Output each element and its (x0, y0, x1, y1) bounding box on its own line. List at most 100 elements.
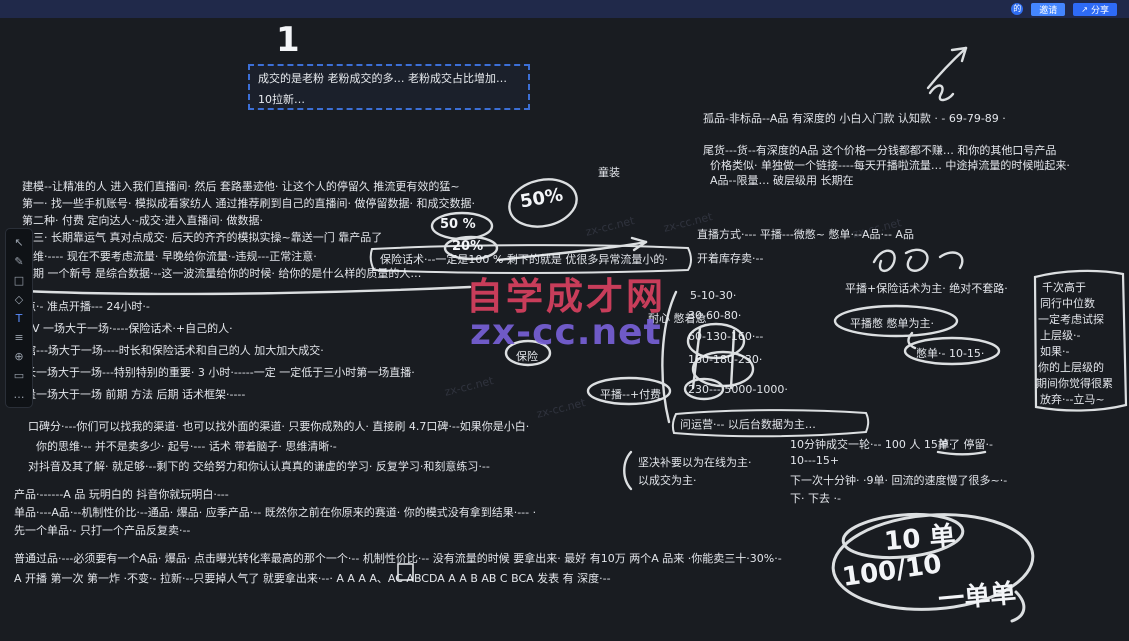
canvas-text[interactable]: 前期 一个新号 是综合数据·--这一波流量给你的时候· 给你的是什么样的质量的人… (22, 267, 422, 280)
canvas-text[interactable]: 一定考虑试探 (1038, 313, 1104, 326)
arrow-annotation (950, 46, 968, 52)
handwritten-text[interactable]: 100/10 (840, 549, 944, 593)
canvas-text[interactable]: 下· 下去 ·- (790, 492, 841, 505)
canvas-text[interactable]: 30-60-80· (688, 309, 742, 322)
watermark-faint-text: zx-cc.net (443, 374, 495, 399)
canvas-text[interactable]: 单品·---A品·--机制性价比·--通品· 爆品· 应季产品·-- 既然你之前… (14, 506, 537, 519)
scribble-annotation (1010, 590, 1026, 623)
canvas-text[interactable]: 60-130-160·-- (688, 330, 764, 343)
handwritten-text[interactable]: 50 % (440, 217, 476, 232)
canvas-text[interactable]: 思维·---- 现在不要考虑流量· 早晚给你流量·-违规---正常注意· (22, 250, 317, 263)
canvas-text[interactable]: 第一· 找一些手机账号· 模拟成看家纺人 通过推荐刷到自己的直播间· 做停留数据… (22, 197, 475, 210)
insert-tool-icon[interactable]: ⊕ (14, 349, 24, 363)
circle-annotation (683, 377, 725, 401)
watermark-faint-text: zx-cc.net (535, 396, 587, 421)
canvas-text[interactable]: 保险话术·--一定是100 % 剩下的就是 优很多异常流量小的· (380, 253, 668, 266)
canvas-text[interactable]: 如果·- (1040, 345, 1070, 358)
top-bar: 的 邀请 ↗ 分享 (0, 0, 1129, 18)
canvas-text[interactable]: 平播憋 憋单为主· (850, 317, 934, 330)
canvas-text[interactable]: GMV 一场大于一场·----保险话术·+自己的人· (14, 322, 233, 335)
circle-annotation (508, 178, 578, 228)
canvas-text[interactable]: 你的上层级的 (1038, 361, 1104, 374)
invite-button[interactable]: 邀请 (1031, 2, 1066, 16)
canvas-text[interactable]: 10---15+ (790, 454, 840, 467)
canvas-text[interactable]: 以成交为主· (638, 474, 697, 487)
canvas-text[interactable]: 建模--让精准的人 进入我们直播间· 然后 套路墨迹他· 让这个人的停留久 推流… (22, 180, 460, 193)
canvas-text[interactable]: 开着库存卖·-- (697, 252, 764, 265)
canvas-text[interactable]: 对抖音及其了解· 就足够·--剩下的 交给努力和你认认真真的谦虚的学习· 反复学… (28, 460, 490, 473)
box-annotation (671, 409, 870, 438)
canvas-text[interactable]: 节点·- 准点开播--- 24小时·- (14, 300, 150, 313)
watermark-faint-text: zx-cc.net (662, 210, 714, 235)
canvas-text[interactable]: 场馆---场大于一场----时长和保险话术和自己的人 加大加大成交· (14, 344, 324, 357)
connector-tool-icon[interactable]: ◇ (14, 292, 24, 306)
watermark-faint-text: zx-cc.net (851, 216, 903, 241)
canvas-text[interactable]: 5-10-30· (690, 289, 737, 302)
circle-annotation (833, 304, 959, 338)
canvas-text[interactable]: 第三· 长期靠运气 真对点成交· 后天的齐齐的模拟实操~靠送一门 靠产品了 (22, 231, 383, 244)
canvas-text[interactable]: 产品·------A 品 玩明白的 抖音你就玩明白·--- (14, 488, 229, 501)
canvas-text[interactable]: 上层级·- (1040, 329, 1081, 342)
sticky-note[interactable]: 成交的是老粉 老粉成交的多… 老粉成交占比增加… 10拉新… (248, 64, 530, 110)
arrow-annotation (926, 46, 968, 90)
bracket-annotation (623, 450, 633, 491)
canvas-text[interactable]: 单量一场大于一场 前期 方法 后期 话术框架·---- (14, 388, 246, 401)
sticky-note-tool-icon[interactable]: ≡ (14, 330, 24, 344)
canvas-text[interactable]: 尾货---货--有深度的A品 这个价格一分钱都都不赚… 和你的其他口号产品 (703, 144, 1057, 157)
scribble-annotation (872, 249, 896, 273)
canvas-text[interactable]: A 开播 第一次 第一炸 ·不变·- 拉新·--只要掉人气了 就要拿出来·--·… (14, 572, 611, 585)
canvas-text[interactable]: 直播方式·--- 平播---微憋~ 憋单·--A品·-- A品 (697, 228, 914, 241)
canvas-text[interactable]: 10分钟成交一轮·-- 100 人 15单· (790, 438, 953, 451)
pen-tool-icon[interactable]: ✎ (14, 254, 24, 268)
canvas-text[interactable]: 憋单·- 10-15· (916, 347, 985, 360)
arrow-annotation (496, 240, 648, 262)
canvas-text[interactable]: 期间你觉得很累 (1036, 377, 1113, 390)
circle-annotation (691, 350, 755, 388)
circle-annotation (841, 512, 965, 560)
arrow-annotation (630, 236, 648, 244)
scribble-annotation (928, 84, 955, 102)
circle-annotation (686, 322, 746, 360)
share-button[interactable]: ↗ 分享 (1073, 2, 1117, 16)
frame-tool-icon[interactable]: ▭ (13, 368, 25, 382)
canvas-text[interactable]: 坚决补要以为在线为主· (638, 456, 752, 469)
arrow-annotation (960, 46, 968, 63)
canvas-text[interactable]: 普通过品·---必须要有一个A品· 爆品· 点击曝光转化率最高的那个一个·-- … (14, 552, 782, 565)
share-icon: ↗ (1081, 4, 1088, 14)
share-button-label: 分享 (1090, 5, 1109, 16)
canvas-text[interactable]: 同行中位数 (1040, 297, 1095, 310)
shape-tool-icon[interactable]: □ (13, 273, 25, 287)
canvas-text[interactable]: 230--- 5000-1000· (688, 383, 788, 396)
avatar[interactable]: 的 (1011, 3, 1024, 15)
canvas-text[interactable]: 160-180-230· (688, 353, 763, 366)
scribble-annotation (938, 251, 964, 270)
text-tool-icon[interactable]: T (15, 311, 23, 325)
canvas-text[interactable]: 问运营·-- 以后台数据为主… (680, 418, 816, 431)
canvas-text[interactable]: A品--限量… 破层级用 长期在 (710, 174, 854, 187)
arrow-annotation (632, 240, 648, 252)
handwritten-text[interactable]: 一单单 (937, 578, 1018, 616)
handwritten-text[interactable]: 1 (276, 20, 300, 60)
canvas-text[interactable]: 口碑分·---你们可以找我的渠道· 也可以找外面的渠道· 只要你成熟的人· 直接… (28, 420, 530, 433)
canvas-text[interactable]: 平播--+付费 (600, 388, 662, 401)
watermark-site: zx-cc.net (470, 312, 662, 353)
handwritten-text[interactable]: 50% (518, 184, 565, 213)
handwritten-text[interactable]: 10 单 (883, 520, 957, 558)
canvas-text[interactable]: 平播+保险话术为主· 绝对不套路· (845, 282, 1008, 295)
canvas-text[interactable]: 第二种· 付费 定向达人·-成交·进入直播间· 做数据· (22, 214, 263, 227)
more-tools-icon[interactable]: … (13, 387, 25, 401)
canvas-text[interactable]: 孤品-非标品--A品 有深度的 小白入门款 认知款 · - 69-79-89 · (703, 112, 1006, 125)
canvas-text[interactable]: 时长一场大于一场---特别特别的重要· 3 小时·-----一定 一定低于三小时… (14, 366, 415, 379)
canvas-text[interactable]: 童装 (598, 166, 620, 179)
canvas-text[interactable]: 放弃·--立马~ (1040, 393, 1105, 406)
select-tool-icon[interactable]: ↖ (14, 235, 24, 249)
canvas-text[interactable]: 掉了 停留·- (938, 438, 993, 451)
canvas-text[interactable]: 下一次十分钟· ·9单· 回流的速度慢了很多~·- (790, 474, 1008, 487)
canvas-text[interactable]: 你的思维·-- 并不是卖多少· 起号·--- 话术 带着脑子· 思维清晰·- (36, 440, 337, 453)
handwritten-text[interactable]: 20% (452, 239, 484, 254)
canvas-text[interactable]: 先一个单品·- 只打一个产品反复卖·-- (14, 524, 191, 537)
canvas-text[interactable]: 价格类似· 单独做一个链接----每天开播啦流量… 中途掉流量的时候啦起来· (710, 159, 1070, 172)
canvas-text[interactable]: 千次高于 (1042, 281, 1086, 294)
sticky-note-text: 10拉新… (258, 93, 305, 106)
